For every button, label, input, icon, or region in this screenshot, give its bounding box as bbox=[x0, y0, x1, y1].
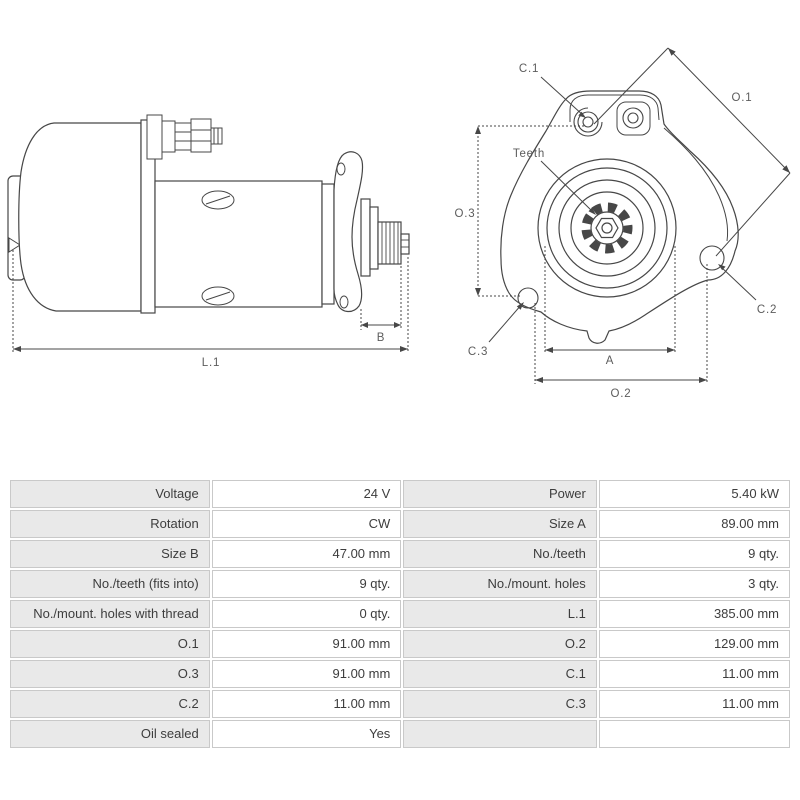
dim-label-c3: C.3 bbox=[468, 346, 488, 358]
callout-teeth bbox=[540, 160, 596, 215]
spec-row: C.2 11.00 mm C.3 11.00 mm bbox=[10, 690, 790, 718]
spec-value-cell: 89.00 mm bbox=[598, 510, 790, 538]
spec-value-cell: Yes bbox=[211, 720, 402, 748]
callout-c2 bbox=[718, 264, 757, 301]
spec-label-cell: C.1 bbox=[403, 660, 597, 688]
dim-label-c2: C.2 bbox=[757, 304, 777, 316]
front-view-dimensions bbox=[475, 47, 791, 384]
spec-value-cell: 129.00 mm bbox=[598, 630, 790, 658]
spec-value-cell bbox=[598, 720, 790, 748]
rear-housing bbox=[18, 119, 156, 314]
spec-value-cell: 11.00 mm bbox=[598, 690, 790, 718]
spec-label-cell: No./teeth bbox=[403, 540, 597, 568]
dim-label-b: B bbox=[377, 332, 385, 344]
motor-barrel bbox=[154, 180, 335, 308]
dim-l1 bbox=[12, 250, 409, 353]
center-boss-rings bbox=[537, 158, 677, 298]
dim-label-teeth: Teeth bbox=[513, 148, 545, 160]
spec-label-cell: C.3 bbox=[403, 690, 597, 718]
mounting-holes bbox=[517, 107, 725, 309]
housing-screw bbox=[201, 190, 235, 306]
spec-value-cell: 91.00 mm bbox=[211, 630, 402, 658]
dim-label-o3: O.3 bbox=[455, 208, 476, 220]
spec-label-cell: Size B bbox=[10, 540, 210, 568]
callout-c1 bbox=[540, 76, 586, 118]
spec-label-cell: O.3 bbox=[10, 660, 210, 688]
spec-value-cell: 91.00 mm bbox=[211, 660, 402, 688]
spec-row: Voltage 24 V Power 5.40 kW bbox=[10, 480, 790, 508]
spec-label-cell: No./mount. holes bbox=[403, 570, 597, 598]
spec-row: No./mount. holes with thread 0 qty. L.1 … bbox=[10, 600, 790, 628]
dim-o3 bbox=[475, 125, 584, 297]
dim-o1 bbox=[593, 47, 791, 257]
spec-value-cell: 0 qty. bbox=[211, 600, 402, 628]
dim-label-c1: C.1 bbox=[519, 63, 539, 75]
terminal-studs bbox=[146, 114, 223, 160]
spec-row: O.1 91.00 mm O.2 129.00 mm bbox=[10, 630, 790, 658]
dim-o2 bbox=[534, 264, 708, 384]
dim-b bbox=[360, 266, 402, 330]
spec-label-cell: Oil sealed bbox=[10, 720, 210, 748]
spec-value-cell: 11.00 mm bbox=[211, 690, 402, 718]
spec-label-cell: O.1 bbox=[10, 630, 210, 658]
pinion-gear bbox=[581, 202, 633, 254]
front-view-diagram bbox=[500, 90, 739, 344]
dim-a bbox=[544, 246, 676, 354]
spec-row: Rotation CW Size A 89.00 mm bbox=[10, 510, 790, 538]
spec-label-cell: No./mount. holes with thread bbox=[10, 600, 210, 628]
pinion-shaft bbox=[360, 198, 410, 277]
dim-label-o2: O.2 bbox=[611, 388, 632, 400]
technical-drawing: B L.1 bbox=[7, 47, 791, 400]
mounting-flange-side bbox=[333, 151, 364, 313]
spec-value-cell: 5.40 kW bbox=[598, 480, 790, 508]
spec-label-cell: Power bbox=[403, 480, 597, 508]
spec-label-cell: L.1 bbox=[403, 600, 597, 628]
spec-value-cell: 47.00 mm bbox=[211, 540, 402, 568]
spec-value-cell: 385.00 mm bbox=[598, 600, 790, 628]
specifications-table: Voltage 24 V Power 5.40 kW Rotation CW S… bbox=[8, 478, 792, 750]
spec-label-cell: Size A bbox=[403, 510, 597, 538]
spec-label-cell: C.2 bbox=[10, 690, 210, 718]
spec-label-cell: Voltage bbox=[10, 480, 210, 508]
spec-label-cell bbox=[403, 720, 597, 748]
callout-c3 bbox=[488, 302, 524, 343]
spec-label-cell: Rotation bbox=[10, 510, 210, 538]
spec-value-cell: 24 V bbox=[211, 480, 402, 508]
dim-label-a: A bbox=[606, 355, 614, 367]
spec-value-cell: 9 qty. bbox=[211, 570, 402, 598]
dim-label-l1: L.1 bbox=[202, 357, 220, 369]
spec-label-cell: No./teeth (fits into) bbox=[10, 570, 210, 598]
spec-value-cell: 11.00 mm bbox=[598, 660, 790, 688]
side-view-dimensions bbox=[12, 250, 409, 353]
dim-label-o1: O.1 bbox=[732, 92, 753, 104]
spec-value-cell: 3 qty. bbox=[598, 570, 790, 598]
spec-row: No./teeth (fits into) 9 qty. No./mount. … bbox=[10, 570, 790, 598]
side-view-diagram bbox=[7, 114, 410, 314]
spec-value-cell: CW bbox=[211, 510, 402, 538]
spec-label-cell: O.2 bbox=[403, 630, 597, 658]
spec-row: Oil sealed Yes bbox=[10, 720, 790, 748]
starter-motor-drawing: B L.1 bbox=[7, 47, 791, 400]
spec-value-cell: 9 qty. bbox=[598, 540, 790, 568]
spec-row: Size B 47.00 mm No./teeth 9 qty. bbox=[10, 540, 790, 568]
spec-row: O.3 91.00 mm C.1 11.00 mm bbox=[10, 660, 790, 688]
